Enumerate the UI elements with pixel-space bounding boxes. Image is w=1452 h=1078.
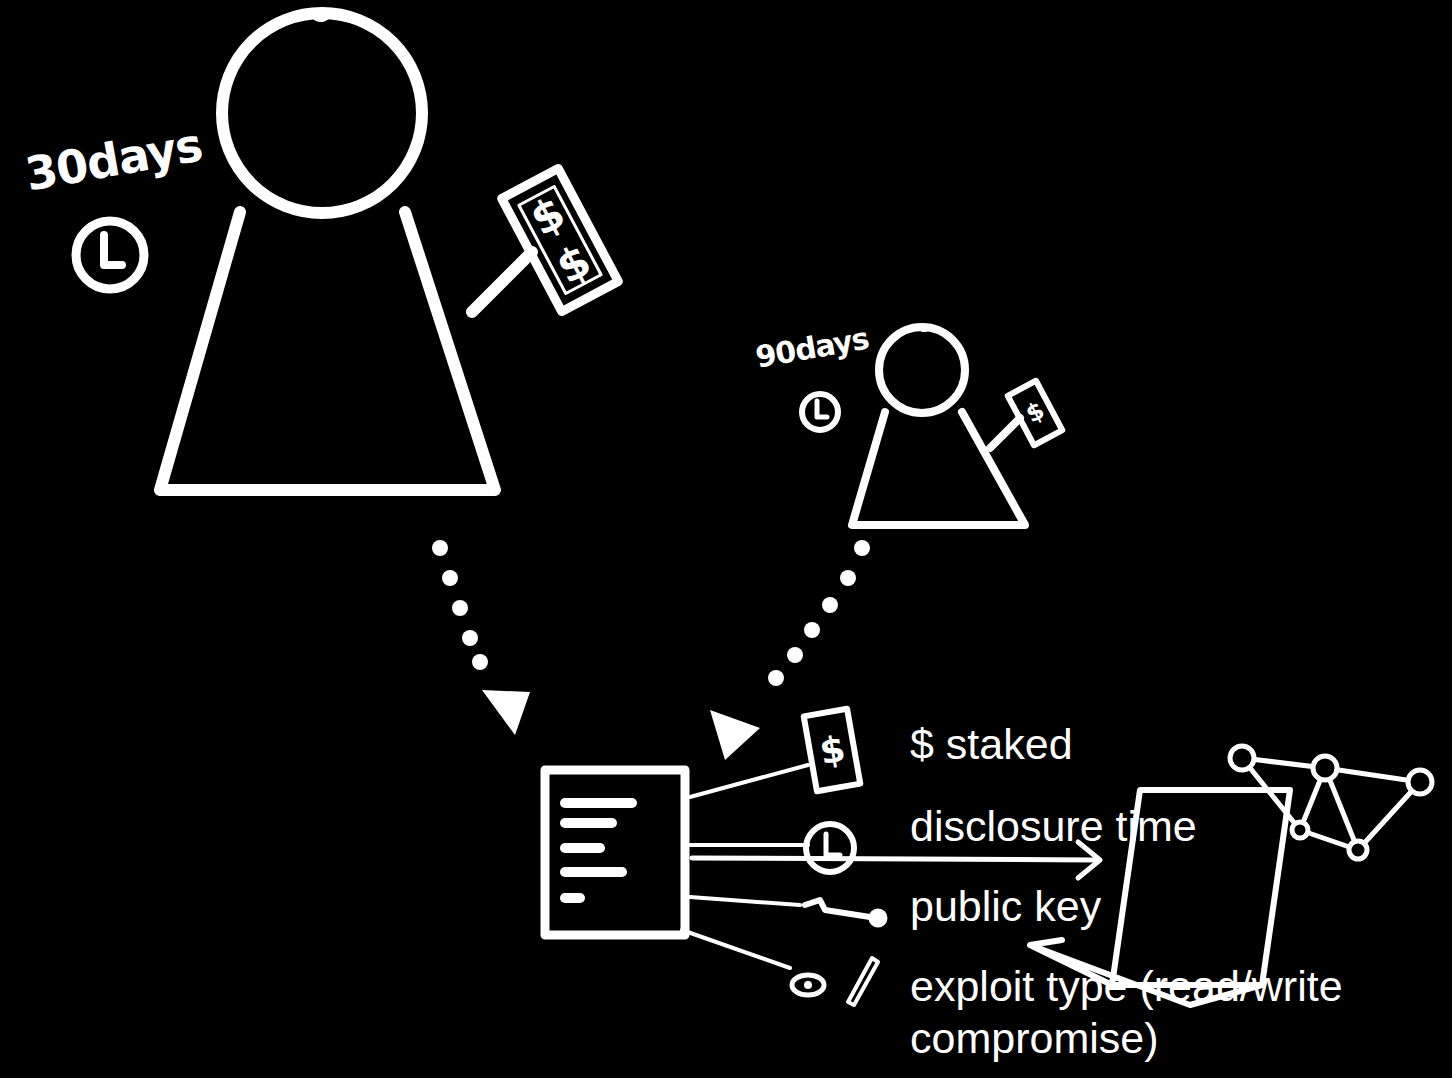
arrow-line [692, 858, 1095, 860]
eye-pupil [804, 981, 812, 989]
pencil-icon [848, 958, 878, 1005]
duration-label: 90days [753, 320, 871, 375]
clock-icon [806, 824, 854, 872]
eye-icon [792, 975, 824, 995]
person-head [879, 327, 965, 413]
clock-icon [76, 221, 144, 289]
currency-sign: $ [816, 727, 847, 774]
person-head [222, 13, 422, 213]
person-arm [990, 418, 1020, 448]
clock-hands [826, 834, 840, 855]
person-body [852, 412, 1025, 525]
bill-icon [804, 709, 861, 791]
person-arm [472, 252, 532, 312]
document-lines [565, 803, 632, 898]
field-label: public key [910, 880, 1101, 932]
hair [300, 13, 328, 19]
field-label: disclosure time [910, 800, 1197, 852]
clock-hands [817, 401, 827, 417]
document-icon [545, 770, 685, 935]
bill-icon [502, 168, 619, 311]
hair [912, 326, 928, 330]
bill-icon [1008, 381, 1063, 445]
dotted-arrow [710, 540, 870, 760]
clock-hands [104, 235, 122, 265]
network-graph [1230, 746, 1432, 859]
field-label: exploit type (read/write compromise) [910, 960, 1452, 1064]
dotted-arrow [432, 540, 530, 735]
field-label: $ staked [910, 718, 1073, 770]
clock-icon [802, 394, 838, 430]
key-icon [870, 910, 886, 926]
person-body [160, 212, 495, 490]
leader-line [682, 765, 808, 968]
duration-label: 30days [21, 118, 206, 203]
currency-sign: $ [547, 234, 598, 295]
key-icon [805, 900, 870, 917]
